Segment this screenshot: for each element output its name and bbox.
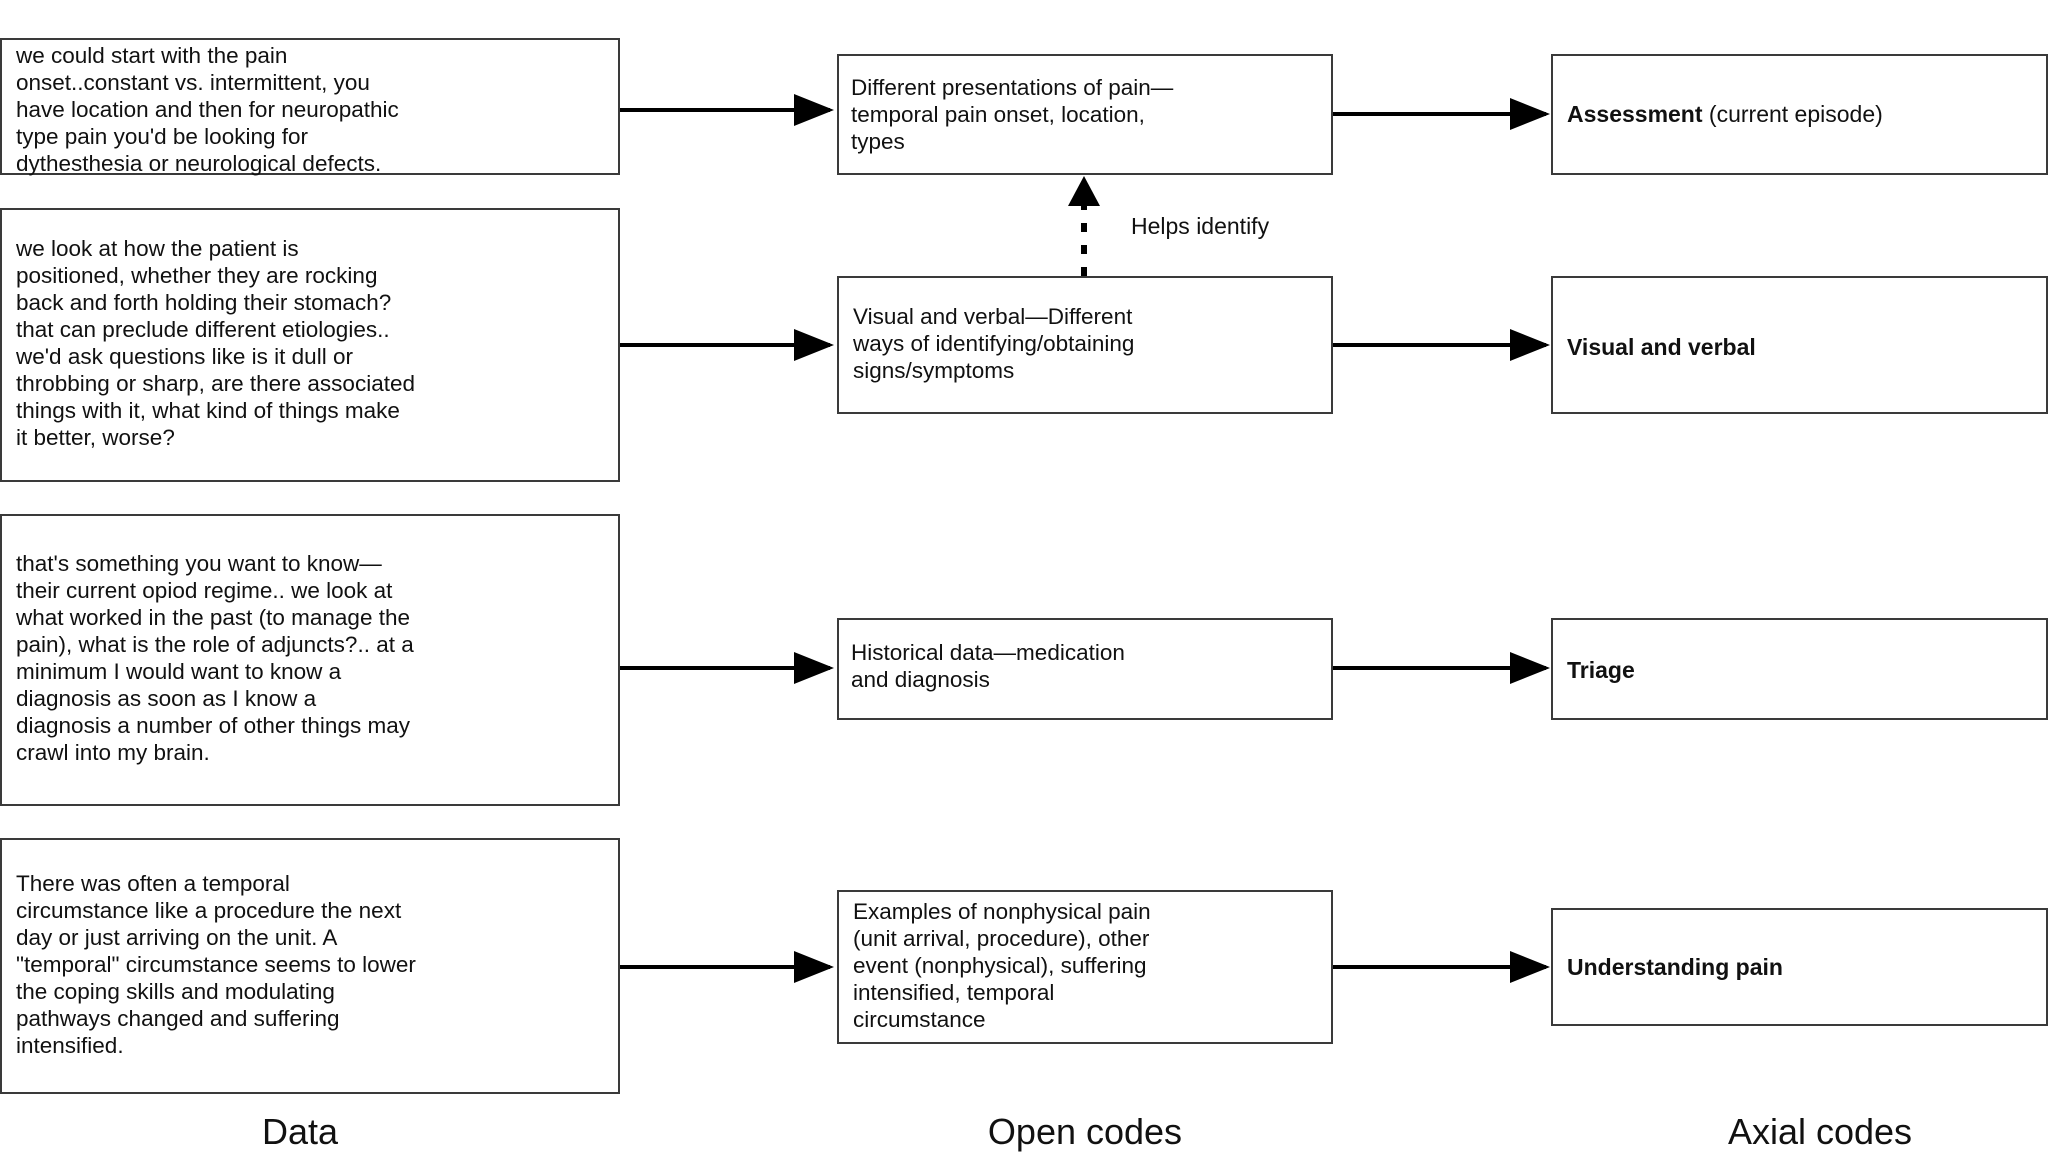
open-code-box-2-text: Visual and verbal—Different ways of iden… [853, 304, 1135, 383]
axial-code-box-4-text: Understanding pain [1567, 953, 2038, 981]
axial-code-1-bold: Assessment [1567, 101, 1703, 127]
helps-identify-arrowhead [1068, 176, 1100, 206]
axial-code-box-1-text: Assessment (current episode) [1567, 100, 2038, 128]
open-code-box-1: Different presentations of pain— tempora… [837, 54, 1333, 175]
axial-code-box-2: Visual and verbal [1551, 276, 2048, 414]
axial-code-box-3-text: Triage [1567, 656, 2038, 684]
open-code-box-4-text: Examples of nonphysical pain (unit arriv… [853, 899, 1151, 1032]
data-box-3-text: that's something you want to know— their… [16, 551, 414, 765]
open-code-box-2: Visual and verbal—Different ways of iden… [837, 276, 1333, 414]
data-box-4-text: There was often a temporal circumstance … [16, 871, 416, 1058]
open-code-box-3-text: Historical data—medication and diagnosis [851, 640, 1125, 692]
axial-code-2-bold: Visual and verbal [1567, 334, 1756, 360]
open-code-box-4: Examples of nonphysical pain (unit arriv… [837, 890, 1333, 1044]
open-code-box-3: Historical data—medication and diagnosis [837, 618, 1333, 720]
axial-code-box-3: Triage [1551, 618, 2048, 720]
open-code-box-1-text: Different presentations of pain— tempora… [851, 75, 1174, 154]
axial-code-box-2-text: Visual and verbal [1567, 333, 2038, 361]
data-box-4: There was often a temporal circumstance … [0, 838, 620, 1094]
data-box-3: that's something you want to know— their… [0, 514, 620, 806]
column-label-open-codes: Open codes [987, 1111, 1183, 1152]
axial-code-1-normal: (current episode) [1702, 101, 1883, 127]
data-box-1: we could start with the pain onset..cons… [0, 38, 620, 176]
data-box-2-text: we look at how the patient is positioned… [16, 236, 415, 450]
axial-code-3-bold: Triage [1567, 657, 1635, 683]
helps-identify-label: Helps identify [1131, 213, 1270, 239]
column-label-axial-codes: Axial codes [1727, 1111, 1913, 1152]
data-box-2: we look at how the patient is positioned… [0, 208, 620, 482]
data-box-1-text: we could start with the pain onset..cons… [16, 43, 399, 176]
axial-code-4-bold: Understanding pain [1567, 954, 1783, 980]
axial-code-box-4: Understanding pain [1551, 908, 2048, 1026]
axial-code-box-1: Assessment (current episode) [1551, 54, 2048, 175]
column-label-data: Data [261, 1111, 339, 1152]
